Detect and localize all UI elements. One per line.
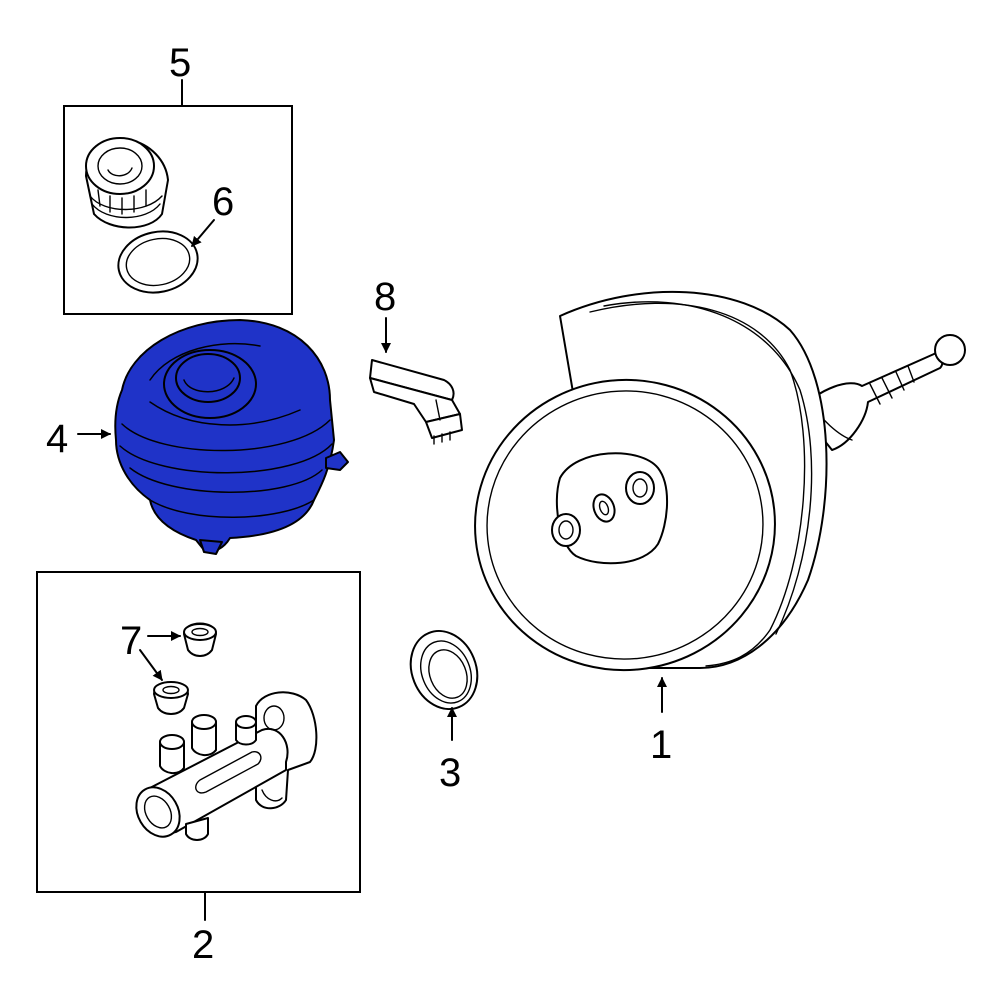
callout-6-arrow [191, 219, 215, 247]
cap-seal-ring[interactable] [113, 224, 204, 299]
master-cylinder-box [36, 571, 361, 893]
fluid-level-sensor[interactable] [369, 359, 463, 445]
callout-2[interactable]: 2 [192, 923, 214, 967]
reservoir-cap[interactable] [85, 137, 169, 229]
grommet-lower[interactable] [153, 681, 189, 715]
callout-3[interactable]: 3 [439, 751, 461, 795]
brake-fluid-reservoir[interactable] [114, 319, 349, 555]
callout-8[interactable]: 8 [374, 275, 396, 319]
booster-seal[interactable] [399, 621, 488, 719]
master-cylinder[interactable] [128, 691, 318, 844]
brake-booster[interactable] [461, 290, 966, 685]
callout-5[interactable]: 5 [169, 41, 191, 85]
callout-6[interactable]: 6 [212, 180, 234, 224]
cap-kit-box [63, 105, 293, 315]
grommet-upper[interactable] [183, 622, 217, 657]
callout-1[interactable]: 1 [650, 723, 672, 767]
callout-7[interactable]: 7 [120, 619, 142, 663]
callout-4[interactable]: 4 [46, 417, 68, 461]
callout-7-arrow-lower [139, 649, 163, 681]
